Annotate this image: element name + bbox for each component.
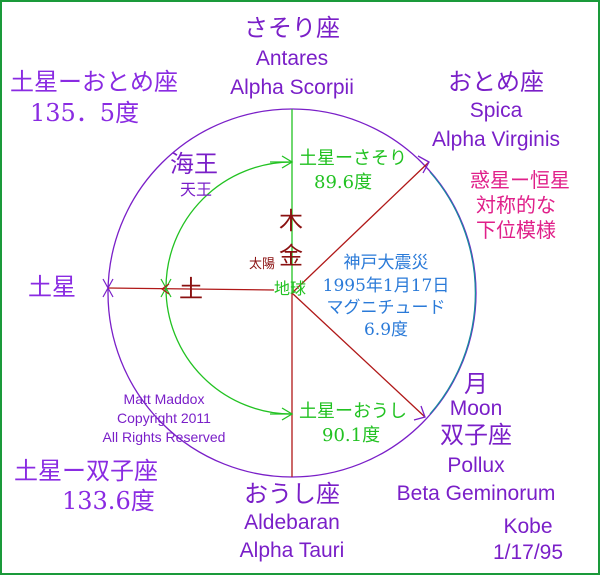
line-to-saturn bbox=[107, 287, 275, 291]
kobe-quake-date: 1995年1月17日 bbox=[322, 276, 450, 296]
line-to-virgo bbox=[291, 161, 430, 294]
saturn-taurus-label: 土星ーおうし bbox=[299, 401, 407, 422]
aldebaran-scientific-label: Alpha Tauri bbox=[239, 539, 345, 562]
copyright-rights: All Rights Reserved bbox=[102, 429, 226, 445]
spica-name-label: Spica bbox=[469, 99, 523, 122]
saturn-taurus-angle: 90.1度 bbox=[322, 425, 381, 446]
jupiter-label: 木 bbox=[279, 207, 303, 235]
saturn-virgo-label: 土星ーおとめ座 bbox=[10, 68, 178, 96]
moon-label-jp: 月 bbox=[464, 370, 488, 398]
kobe-quake-title: 神戸大震災 bbox=[343, 253, 429, 273]
outer-orbit-teal-arc bbox=[429, 171, 477, 415]
saturn-scorpio-label: 土星ーさそり bbox=[299, 148, 407, 169]
earth-label: 地球 bbox=[274, 279, 307, 298]
venus-label: 金 bbox=[279, 242, 303, 270]
virgo-constellation-label: おとめ座 bbox=[448, 68, 544, 96]
arrow-gemini-head bbox=[413, 405, 426, 421]
saturn-inner-label: 土 bbox=[179, 275, 203, 303]
kobe-quake-magnitude-label: マグニチュード bbox=[326, 298, 446, 318]
copyright-year: Copyright 2011 bbox=[117, 410, 211, 426]
saturn-arrow-head bbox=[160, 283, 170, 295]
sun-label: 太陽 bbox=[249, 257, 276, 272]
pattern-label-line-3: 下位模様 bbox=[476, 218, 556, 242]
aldebaran-name-label: Aldebaran bbox=[244, 511, 340, 534]
antares-constellation-label: さそり座 bbox=[244, 14, 340, 42]
gemini-constellation-label: 双子座 bbox=[440, 421, 512, 449]
uranus-label: 天王 bbox=[180, 180, 213, 199]
aldebaran-constellation-label: おうし座 bbox=[244, 480, 340, 508]
arrow-virgo-head bbox=[417, 155, 430, 174]
antares-scientific-label: Alpha Scorpii bbox=[230, 76, 354, 99]
pattern-label-line-2: 対称的な bbox=[476, 193, 556, 217]
saturn-inner-marker bbox=[160, 278, 172, 298]
neptune-label: 海王 bbox=[170, 150, 218, 178]
saturn-gemini-label: 土星ー双子座 bbox=[14, 457, 158, 485]
line-to-gemini bbox=[291, 292, 426, 418]
moon-label-en: Moon bbox=[449, 397, 503, 420]
pollux-scientific-label: Beta Geminorum bbox=[396, 482, 556, 505]
kobe-quake-magnitude-value: 6.9度 bbox=[363, 320, 409, 340]
copyright-author: Matt Maddox bbox=[123, 391, 205, 407]
saturn-outer-label: 土星 bbox=[28, 273, 76, 301]
pollux-name-label: Pollux bbox=[447, 454, 505, 477]
saturn-gemini-angle: 133.6度 bbox=[62, 487, 155, 515]
saturn-virgo-angle: 135．5度 bbox=[30, 99, 140, 127]
arrow-scorpio-head bbox=[281, 155, 294, 169]
pattern-label-line-1: 惑星ー恒星 bbox=[470, 168, 570, 192]
antares-name-label: Antares bbox=[255, 47, 329, 70]
date-label: 1/17/95 bbox=[492, 541, 564, 564]
spica-scientific-label: Alpha Virginis bbox=[431, 128, 561, 151]
place-label: Kobe bbox=[503, 515, 553, 538]
arrow-taurus-head bbox=[281, 407, 294, 421]
saturn-outer-marker bbox=[102, 278, 114, 298]
saturn-scorpio-angle: 89.6度 bbox=[314, 172, 373, 193]
